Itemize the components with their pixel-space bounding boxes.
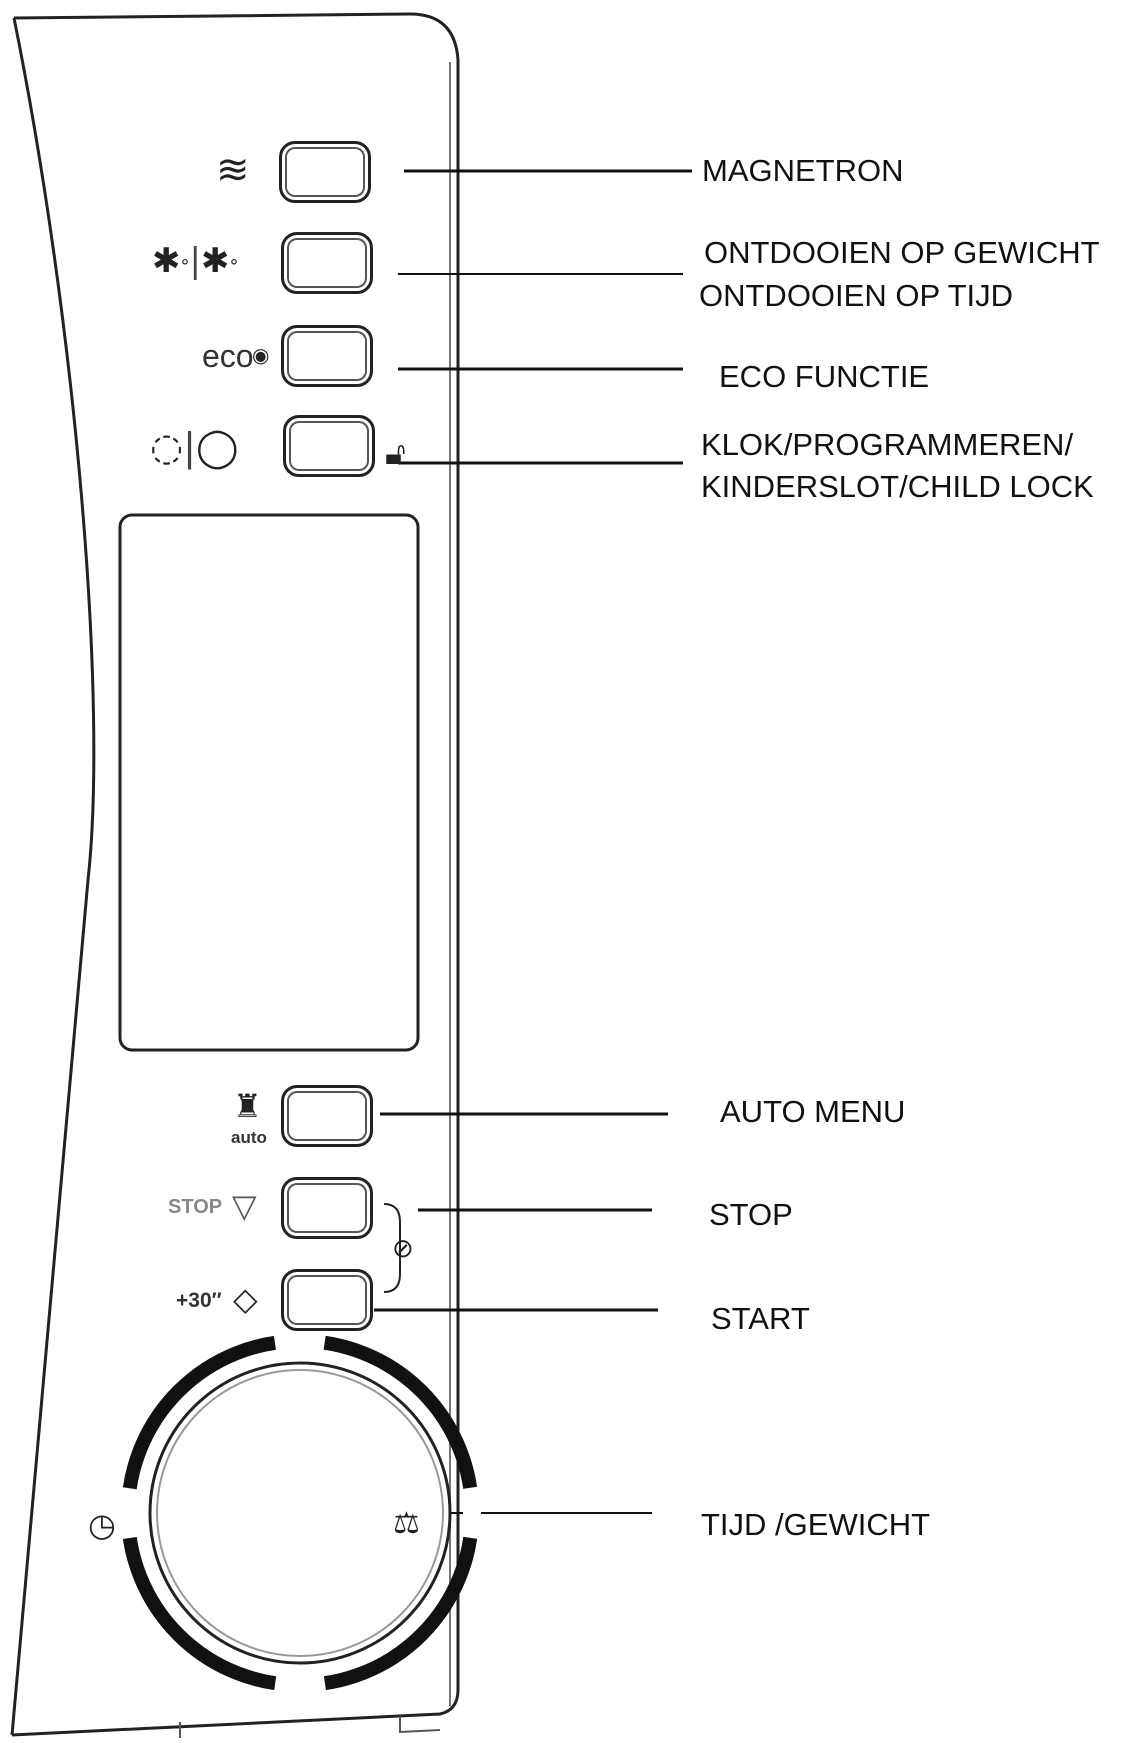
eco-text: eco	[202, 338, 254, 374]
start-button[interactable]	[281, 1269, 373, 1331]
panel-bottom-notch	[179, 1716, 441, 1738]
label-knob: TIJD /GEWICHT	[701, 1507, 931, 1542]
child-lock-icon: ⊘	[392, 1234, 414, 1264]
padlock-icon: 🔓︎	[385, 434, 406, 472]
stop-panel-text: STOP	[168, 1196, 223, 1218]
auto-text: auto	[231, 1128, 267, 1147]
label-eco: ECO FUNCTIE	[719, 359, 930, 394]
rotary-knob[interactable]	[119, 1332, 481, 1694]
stop-button[interactable]	[281, 1177, 373, 1239]
knob-face	[148, 1361, 452, 1665]
eco-leaf-icon: ◉	[252, 343, 270, 367]
stop-triangle-icon: ▽	[232, 1187, 257, 1225]
label-defrost-time: ONTDOOIEN OP TIJD	[699, 278, 1014, 313]
panel-left-edge	[10, 17, 96, 1736]
label-defrost-weight: ONTDOOIEN OP GEWICHT	[704, 235, 1100, 270]
plus30-text: +30″	[176, 1289, 222, 1312]
label-magnetron: MAGNETRON	[702, 153, 904, 188]
defrost-snowflake-icon: ✱°|✱°	[152, 241, 239, 281]
knob-gap-mask	[119, 1332, 481, 1694]
clock-button[interactable]	[283, 415, 375, 477]
label-clock-line1: KLOK/PROGRAMMEREN/	[701, 427, 1074, 462]
knob-clock-icon: ◷	[88, 1506, 116, 1544]
stop-start-bracket	[383, 1203, 401, 1293]
label-stop: STOP	[709, 1197, 793, 1232]
chef-hat-icon: ♜	[233, 1087, 262, 1125]
label-start: START	[711, 1301, 810, 1336]
clock-check-icon: ◌|◯	[150, 425, 239, 469]
eco-button[interactable]	[281, 325, 373, 387]
label-auto-menu: AUTO MENU	[720, 1094, 906, 1129]
knob-gap-mask-left	[119, 1332, 481, 1694]
label-clock-line2: KINDERSLOT/CHILD LOCK	[701, 469, 1094, 504]
start-diamond-icon: ◇	[233, 1280, 258, 1318]
knob-weight-icon: ⚖	[393, 1506, 420, 1541]
microwave-button[interactable]	[279, 141, 371, 203]
display-window	[118, 513, 420, 1052]
auto-menu-button[interactable]	[281, 1085, 373, 1147]
microwave-waves-icon: ≋	[216, 147, 250, 193]
defrost-button[interactable]	[281, 232, 373, 294]
knob-face-inner	[156, 1369, 444, 1657]
panel-outline	[11, 12, 460, 1737]
